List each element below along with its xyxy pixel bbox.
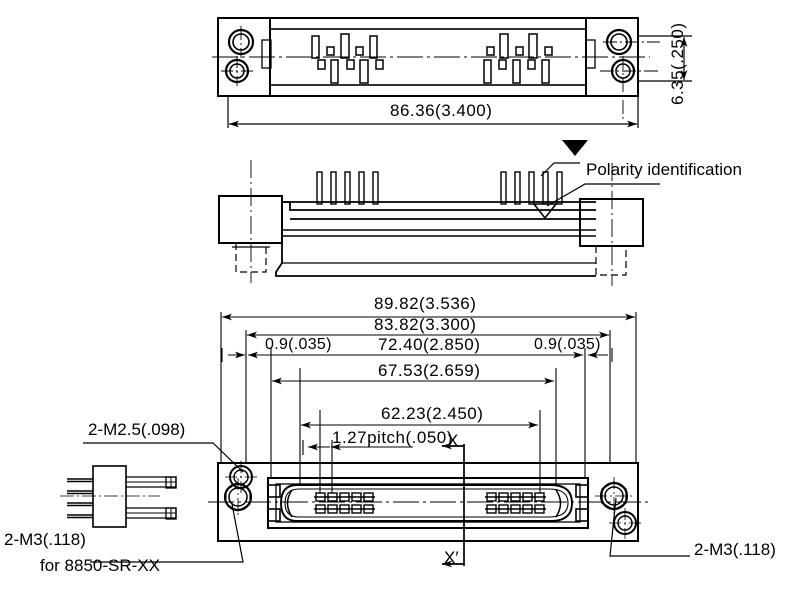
dim-top-length: [227, 96, 639, 128]
contact-group-left-top: [311, 33, 378, 59]
leader-m3-left: [90, 503, 244, 563]
dim-label-top-height: 6.35(.250): [668, 22, 687, 106]
top-view-geometry: [212, 17, 660, 120]
side-pins-right: [500, 171, 563, 205]
contact-group-left-bottom: [317, 59, 384, 84]
section-marker-x: X: [447, 431, 459, 450]
callout-label-m25: 2-M2.5(.098): [88, 420, 186, 439]
polarity-identification-label: Polarity identification: [586, 160, 742, 179]
dim-label-overall-width: 89.82(3.536): [374, 294, 477, 313]
dim-label-pitch: 1.27pitch(.050): [332, 428, 453, 447]
polarity-triangle-outline: [532, 203, 558, 220]
dim-top-height: [638, 35, 692, 82]
contact-group-right-top: [486, 33, 553, 59]
dim-label-body-width: 83.82(3.300): [374, 315, 477, 334]
dimension-stack: [220, 312, 637, 493]
contact-array-right: [485, 492, 546, 514]
callout-leaders: [83, 442, 690, 563]
section-line-xx: [442, 442, 465, 568]
contact-group-right-bottom: [483, 59, 550, 84]
dim-label-hole-span: 72.40(2.850): [378, 335, 481, 354]
dim-label-shroud-width: 67.53(2.659): [378, 361, 481, 380]
polarity-triangle-filled: [562, 140, 588, 156]
accessory-detail: [60, 465, 177, 528]
dim-label-right-offset: 0.9(.035): [534, 336, 601, 353]
leader-m25: [83, 442, 244, 473]
section-marker-x-prime: X′: [444, 548, 459, 567]
dim-label-left-offset: 0.9(.035): [265, 336, 332, 353]
dim-label-contact-span: 62.23(2.450): [381, 404, 484, 423]
callout-label-m3-right: 2-M3(.118): [694, 540, 776, 559]
dim-label-top-length: 86.36(3.400): [390, 101, 493, 120]
callout-label-m3-left: 2-M3(.118): [4, 530, 86, 549]
contact-array-left: [314, 492, 375, 514]
side-pins-left: [316, 171, 379, 205]
callout-label-m3-left-sub: for 8850-SR-XX: [40, 556, 160, 575]
leader-m3-right: [609, 497, 690, 557]
bottom-view-geometry: [208, 461, 650, 542]
side-view-geometry: [218, 140, 660, 286]
